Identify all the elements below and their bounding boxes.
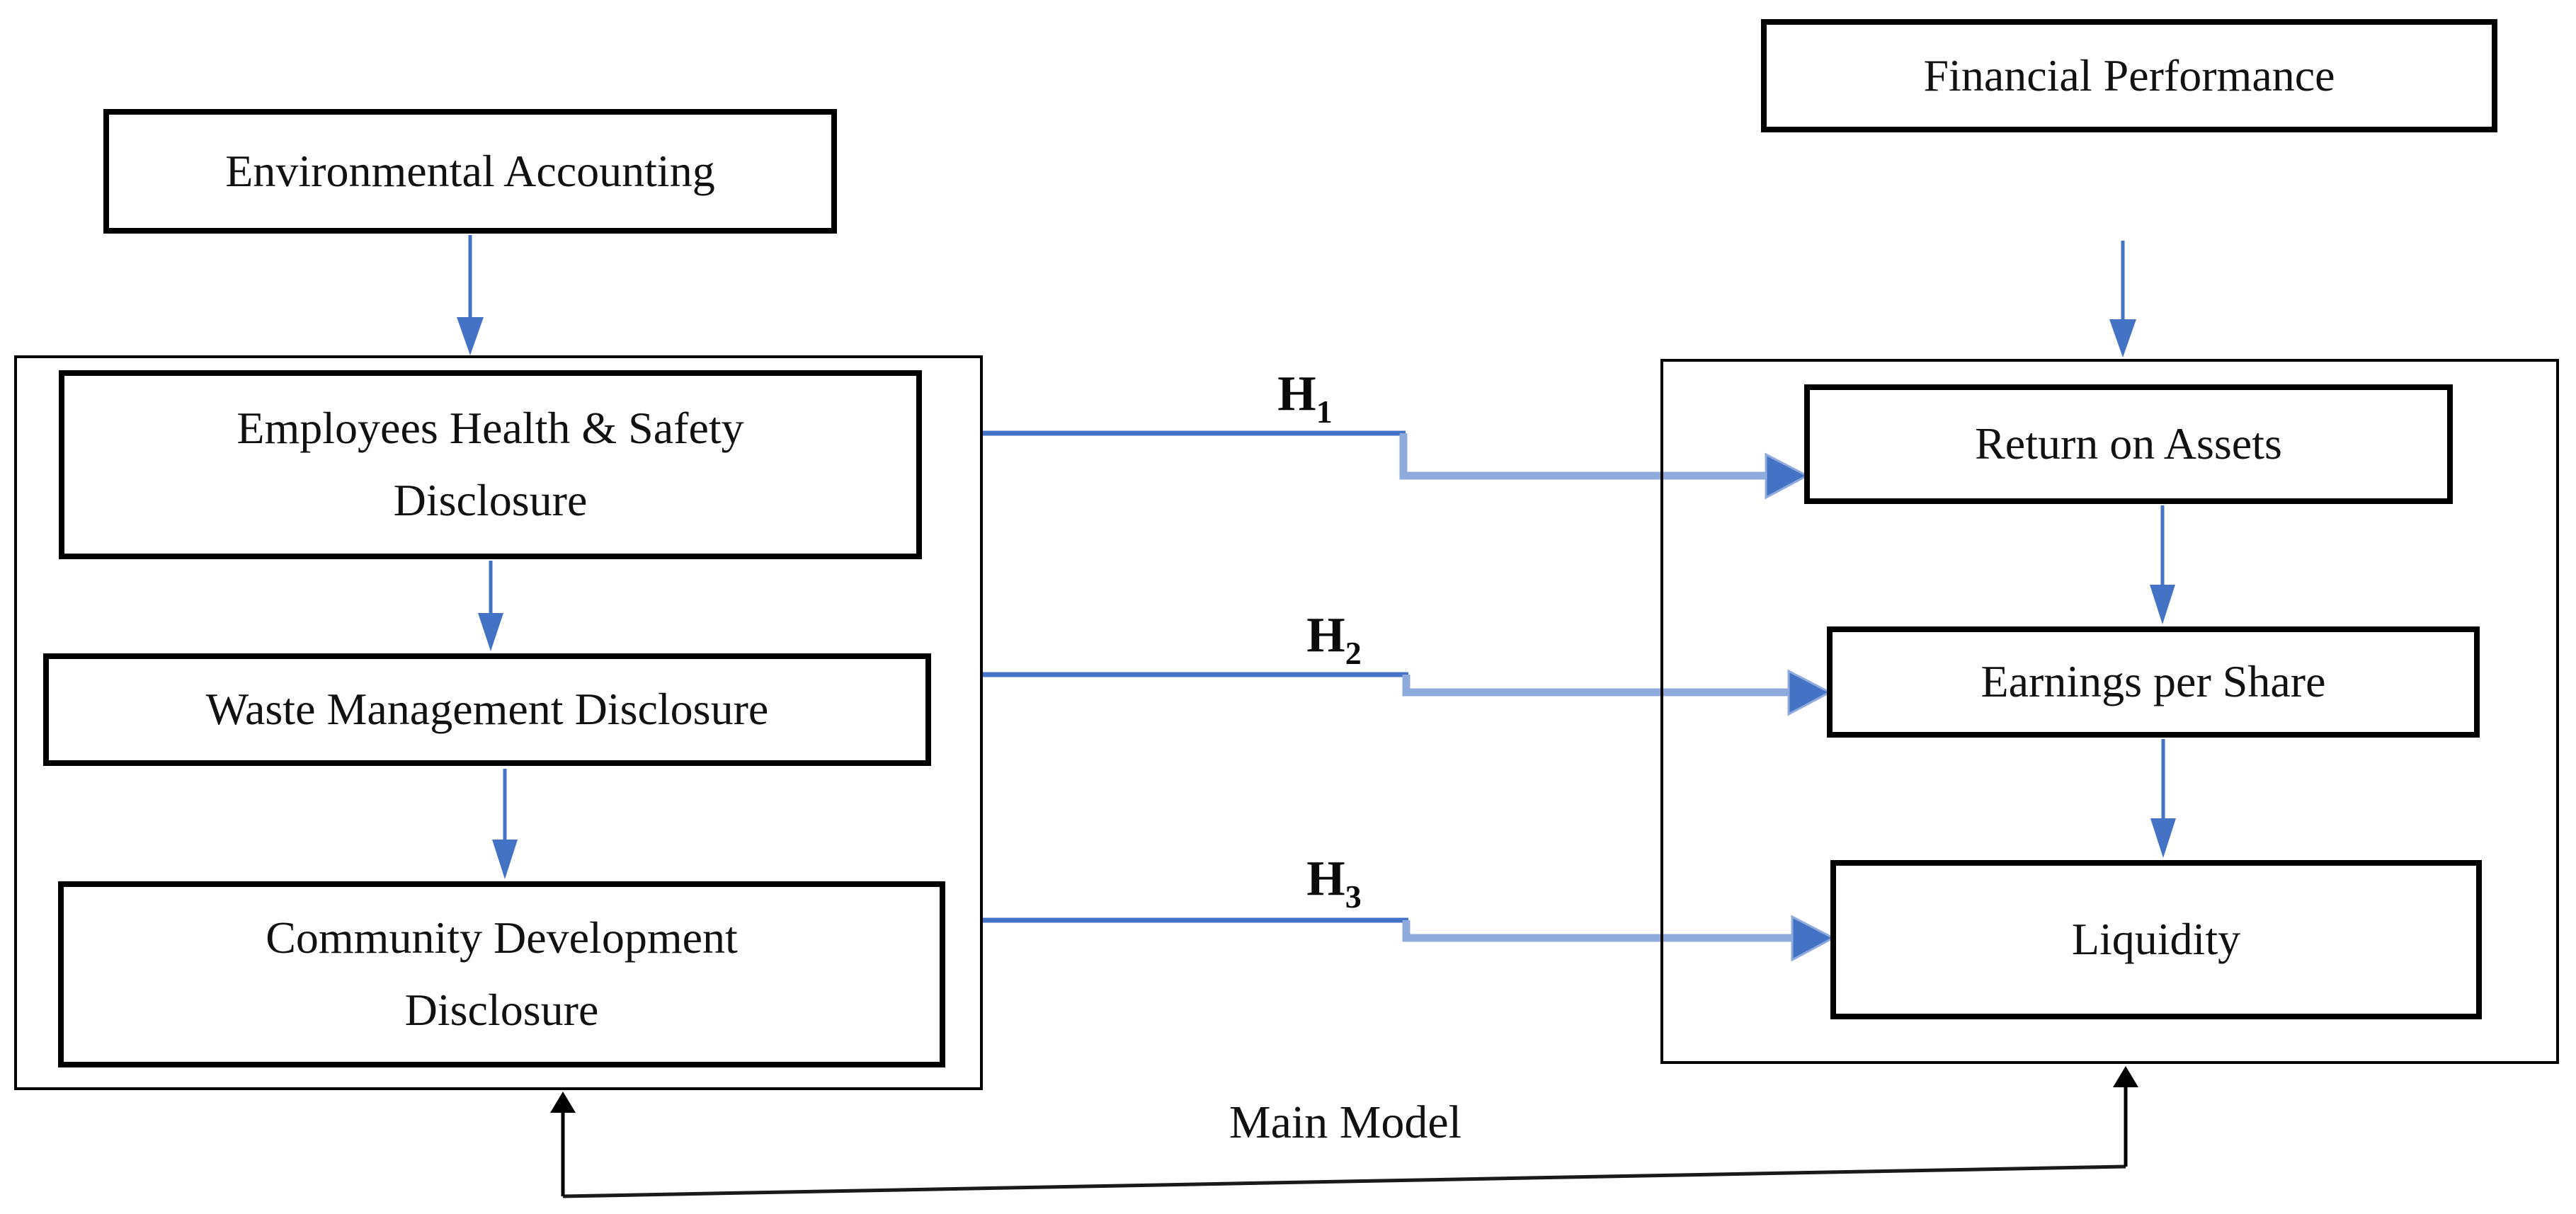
node-financial-performance-label: Financial Performance	[1923, 50, 2335, 101]
node-waste-management: Waste Management Disclosure	[43, 653, 931, 766]
node-waste-management-label: Waste Management Disclosure	[205, 684, 769, 735]
node-financial-performance: Financial Performance	[1761, 19, 2497, 132]
node-environmental-accounting-label: Environmental Accounting	[225, 145, 715, 196]
node-earnings-per-share: Earnings per Share	[1827, 626, 2480, 738]
h2-label-prefix: H	[1306, 608, 1345, 663]
node-community-development-line2: Disclosure	[404, 984, 599, 1035]
h2-label-sub: 2	[1345, 635, 1362, 671]
h3-label-sub: 3	[1345, 878, 1362, 915]
arrow-fin-to-right-group	[2109, 241, 2136, 357]
node-environmental-accounting: Environmental Accounting	[103, 109, 837, 234]
node-ehs-disclosure: Employees Health & Safety Disclosure	[59, 370, 922, 559]
h3-label-prefix: H	[1306, 852, 1345, 906]
left-group-container	[14, 355, 983, 1090]
node-community-development: Community Development Disclosure	[58, 881, 945, 1067]
node-ehs-disclosure-line1: Employees Health & Safety	[236, 402, 744, 453]
h2-label: H2	[1306, 607, 1361, 670]
node-earnings-per-share-label: Earnings per Share	[1981, 656, 2326, 707]
node-community-development-line1: Community Development	[266, 912, 738, 963]
node-liquidity-label: Liquidity	[2071, 914, 2241, 965]
arrow-env-to-left-group	[457, 235, 484, 355]
h3-label: H3	[1306, 851, 1361, 913]
h1-label-sub: 1	[1316, 394, 1333, 430]
h1-label: H1	[1277, 366, 1332, 428]
node-return-on-assets-label: Return on Assets	[1975, 418, 2282, 469]
h1-label-prefix: H	[1277, 367, 1316, 421]
node-ehs-disclosure-line2: Disclosure	[393, 475, 588, 526]
main-model-label: Main Model	[1229, 1096, 1462, 1148]
node-liquidity: Liquidity	[1830, 860, 2482, 1019]
node-return-on-assets: Return on Assets	[1804, 384, 2453, 504]
right-group-container	[1660, 359, 2559, 1064]
